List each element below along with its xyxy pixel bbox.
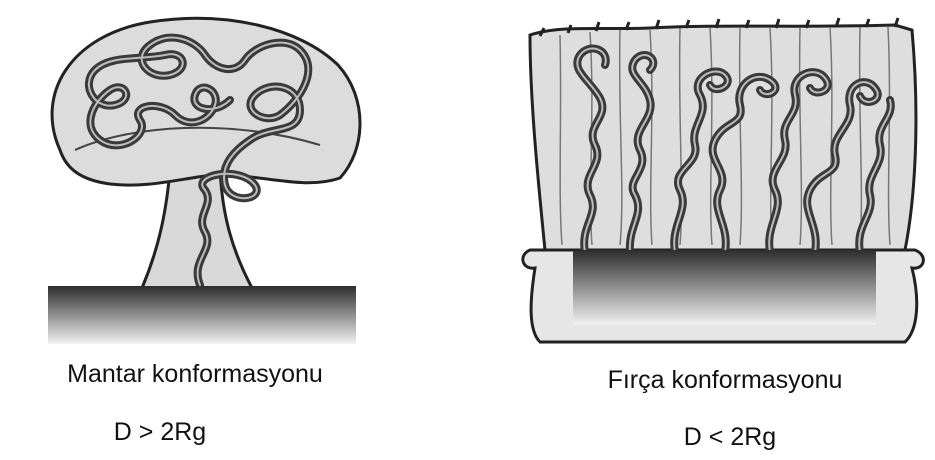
mushroom-illustration bbox=[0, 0, 400, 350]
substrate-surface bbox=[573, 250, 876, 325]
brush-caption: Fırça konformasyonu bbox=[555, 366, 895, 395]
brush-condition: D < 2Rg bbox=[630, 423, 830, 452]
mushroom-diagram bbox=[0, 0, 400, 350]
mushroom-caption: Mantar konformasyonu bbox=[30, 360, 360, 389]
brush-diagram bbox=[500, 0, 935, 350]
brush-illustration bbox=[500, 0, 935, 350]
mushroom-condition: D > 2Rg bbox=[60, 418, 260, 447]
substrate-surface bbox=[48, 286, 356, 344]
